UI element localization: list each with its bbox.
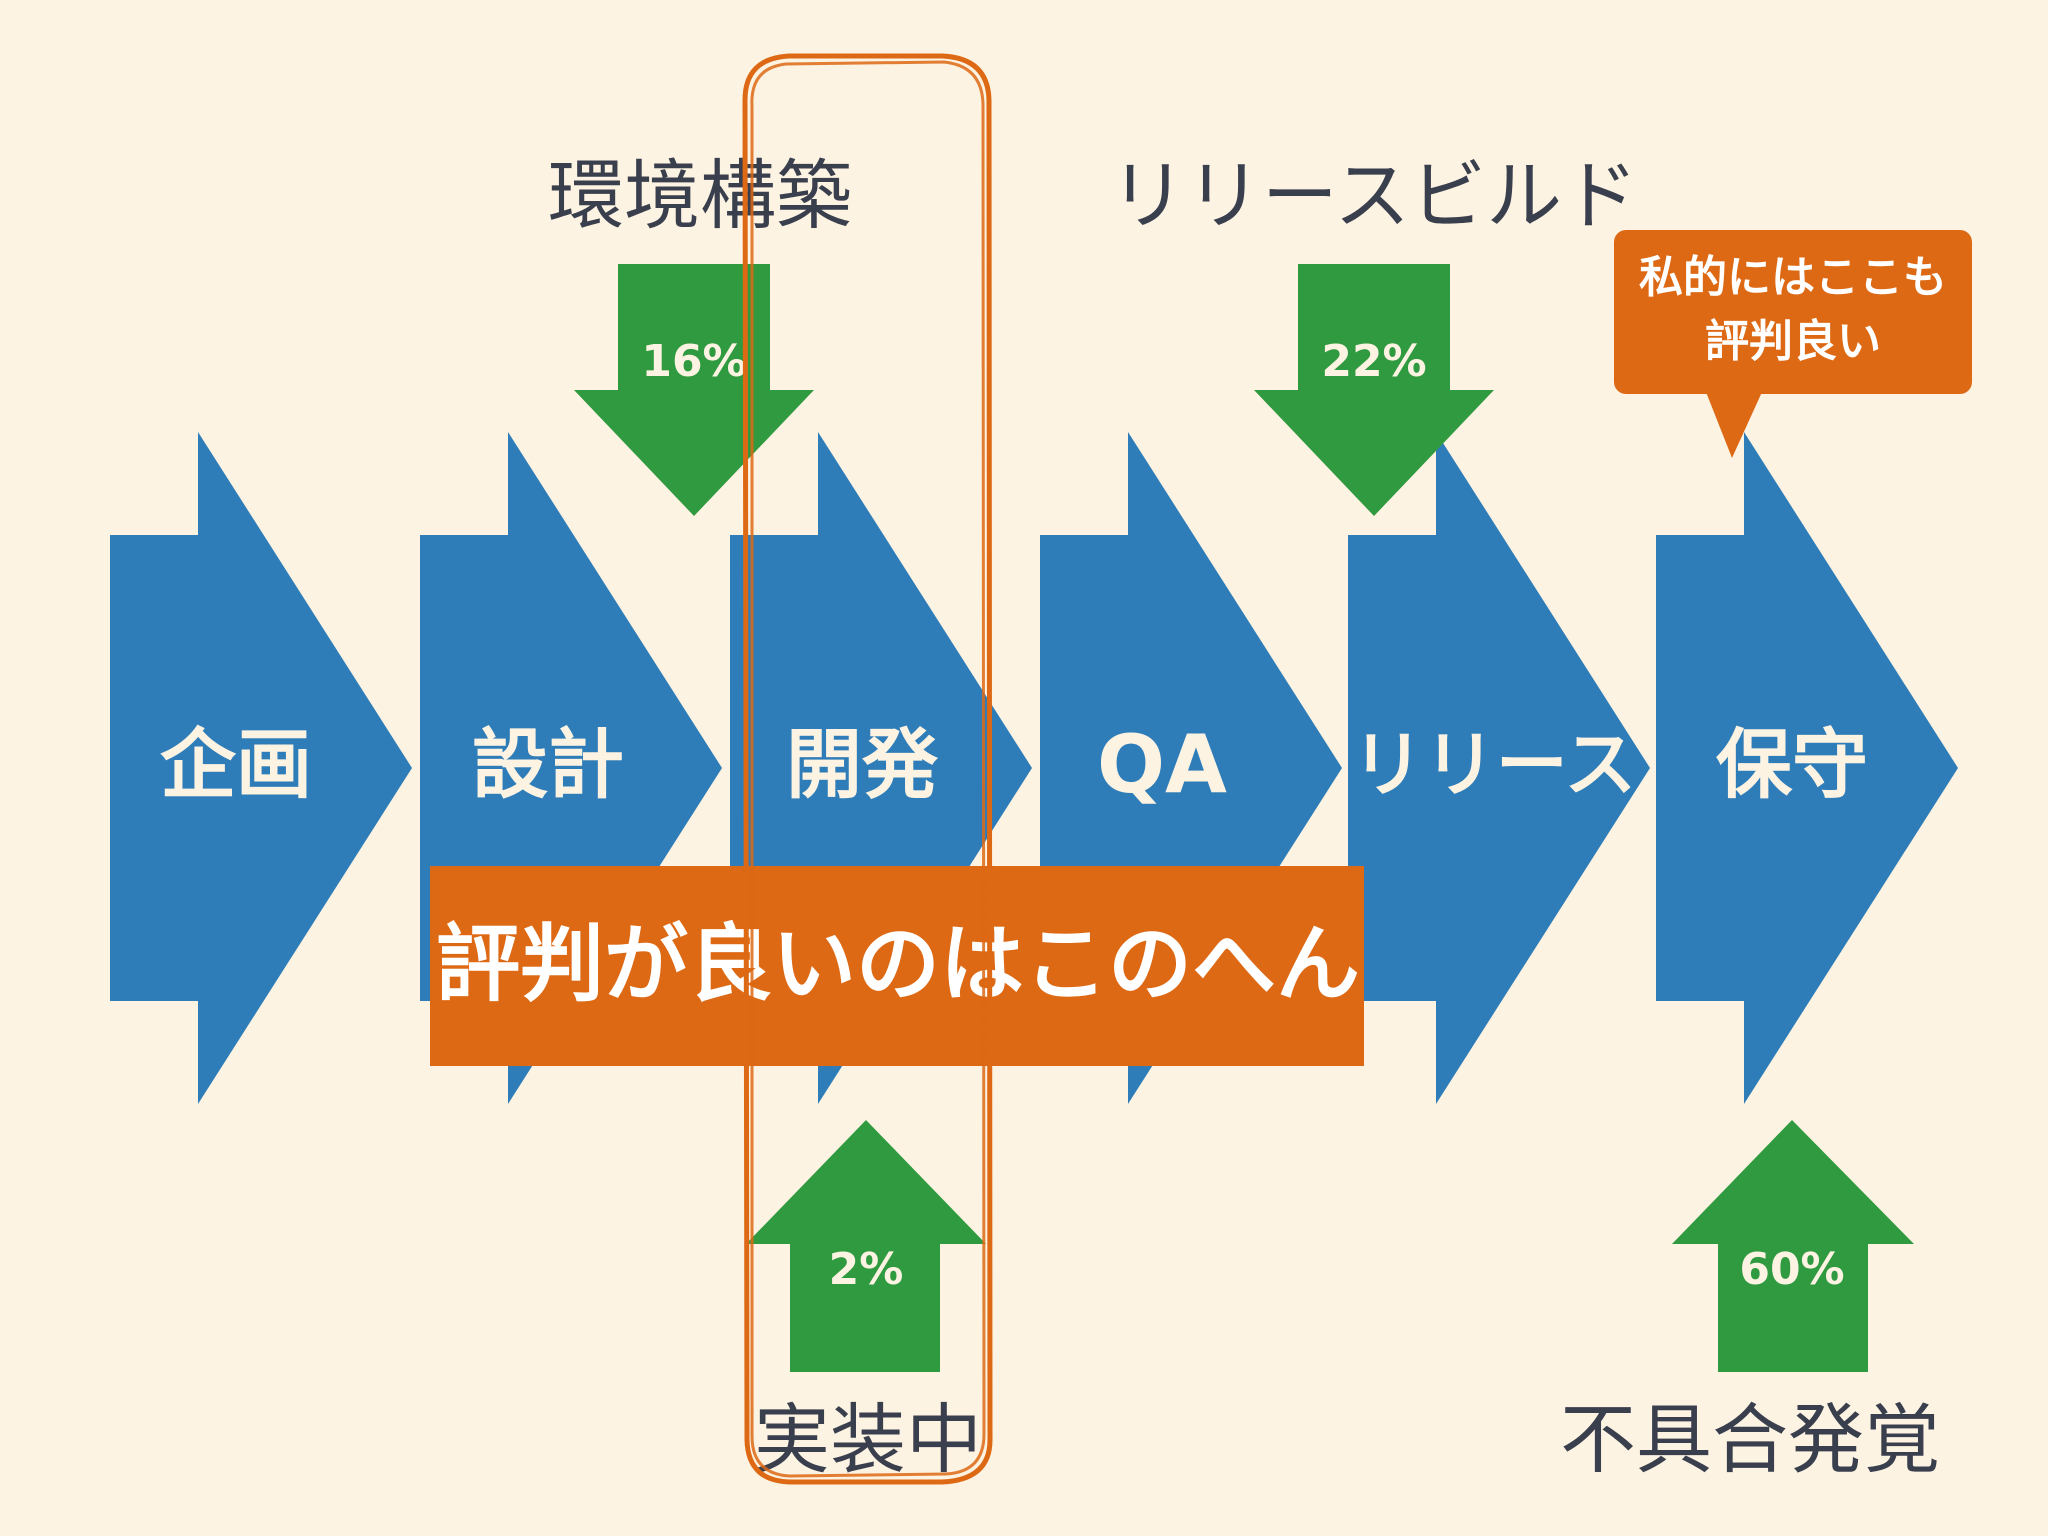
arrow-release-build	[1254, 264, 1494, 516]
stage-maintenance	[1656, 432, 1958, 1104]
percent-implementing: 2%	[829, 1244, 904, 1295]
stage-label-design: 設計	[472, 720, 624, 809]
stage-plan	[110, 432, 412, 1104]
caption-implementing: 実装中	[754, 1395, 982, 1484]
percent-env-setup: 16%	[641, 336, 746, 387]
banner	[430, 866, 1364, 1066]
caption-env-setup: 環境構築	[548, 151, 852, 240]
caption-bug-found: 不具合発覚	[1560, 1395, 1940, 1484]
percent-bug-found: 60%	[1739, 1244, 1844, 1295]
stage-label-release: リリース	[1352, 723, 1636, 807]
stage-label-maintenance: 保守	[1716, 720, 1868, 809]
caption-release-build: リリースビルド	[1110, 151, 1638, 240]
arrow-bug-found	[1672, 1120, 1914, 1372]
arrow-env-setup	[574, 264, 814, 516]
callout-line-1: 私的にはここも	[1639, 252, 1947, 303]
highlight-frame	[742, 53, 993, 1485]
stage-label-plan: 企画	[160, 720, 312, 809]
stage-label-qa: QA	[1097, 718, 1227, 811]
stage-release	[1348, 432, 1650, 1104]
stage-label-develop: 開発	[786, 720, 939, 809]
arrow-implementing	[746, 1120, 986, 1372]
banner-text: 評判が良いのはこのへん	[436, 915, 1360, 1013]
callout-line-2: 評判良い	[1705, 316, 1881, 367]
callout-bubble	[1614, 230, 1972, 458]
percent-release-build: 22%	[1321, 336, 1426, 387]
